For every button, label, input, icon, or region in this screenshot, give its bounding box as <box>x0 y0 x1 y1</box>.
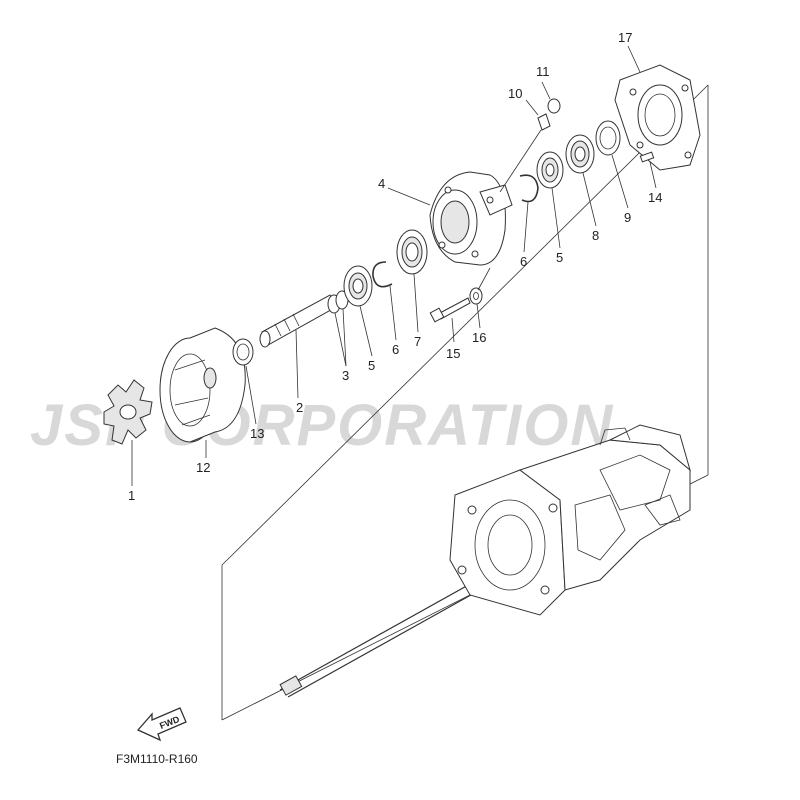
part-2-shaft <box>259 294 337 348</box>
leader-lines <box>131 45 657 486</box>
engine-block <box>449 424 691 616</box>
callout-6-left: 6 <box>392 342 399 357</box>
callout-6-right: 6 <box>520 254 527 269</box>
callout-17: 17 <box>618 30 632 45</box>
part-14-dowel-pin <box>639 151 655 163</box>
callout-13: 13 <box>250 426 264 441</box>
callout-14: 14 <box>648 190 662 205</box>
callout-4: 4 <box>378 176 385 191</box>
callout-10: 10 <box>508 86 522 101</box>
callout-16: 16 <box>472 330 486 345</box>
callout-5-right: 5 <box>556 250 563 265</box>
part-12-coupler-housing <box>159 327 246 443</box>
part-13-ring <box>232 338 254 366</box>
part-11-cap <box>547 98 561 114</box>
diagram-code: F3M1110-R160 <box>116 752 198 766</box>
part-1-damper <box>103 379 153 445</box>
assembly-frame <box>221 84 709 721</box>
part-4-bearing-housing <box>429 171 513 266</box>
part-10-grease-nipple <box>499 113 551 193</box>
callout-9: 9 <box>624 210 631 225</box>
callout-5-left: 5 <box>368 358 375 373</box>
part-3-rings <box>327 290 349 314</box>
part-15-bolt <box>429 297 471 323</box>
part-7-bearing <box>396 229 428 275</box>
part-6-circlip-left <box>372 261 393 288</box>
callout-7: 7 <box>414 334 421 349</box>
part-17-cover <box>614 64 701 171</box>
callout-3: 3 <box>342 368 349 383</box>
part-8-oil-seal <box>565 134 595 174</box>
callout-1: 1 <box>128 488 135 503</box>
callout-8: 8 <box>592 228 599 243</box>
part-5-bearing-left <box>343 265 373 307</box>
part-16-washer <box>469 267 491 305</box>
callout-11: 11 <box>536 64 550 79</box>
part-5-bearing-right <box>536 151 564 189</box>
callout-2: 2 <box>296 400 303 415</box>
part-9-o-ring <box>595 120 621 156</box>
callout-15: 15 <box>446 346 460 361</box>
callout-12: 12 <box>196 460 210 475</box>
part-6-circlip-right <box>519 174 539 203</box>
callout-labels: 1 2 3 4 5 5 6 6 7 8 9 10 11 12 13 14 15 … <box>128 30 662 503</box>
fwd-arrow-icon: FWD <box>136 707 187 742</box>
